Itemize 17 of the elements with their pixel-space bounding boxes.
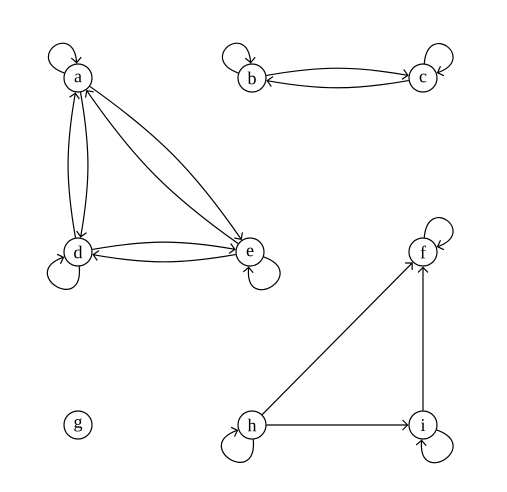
arrow [266,68,409,80]
arrow [92,242,236,254]
loop-arrow [416,429,454,464]
loop-arrow [220,426,254,463]
loop-arrow [46,254,80,290]
loop-arrow [242,256,281,290]
arrow [67,92,80,238]
loop-arrow [424,217,454,250]
arrow [266,76,409,88]
arrow [266,420,408,430]
arrow [76,92,89,238]
loop-arrow [424,43,454,76]
arrow [262,262,413,416]
loop-arrow [222,42,256,74]
arrow [418,266,428,410]
arrow [92,250,236,262]
loop-arrow [48,42,82,74]
